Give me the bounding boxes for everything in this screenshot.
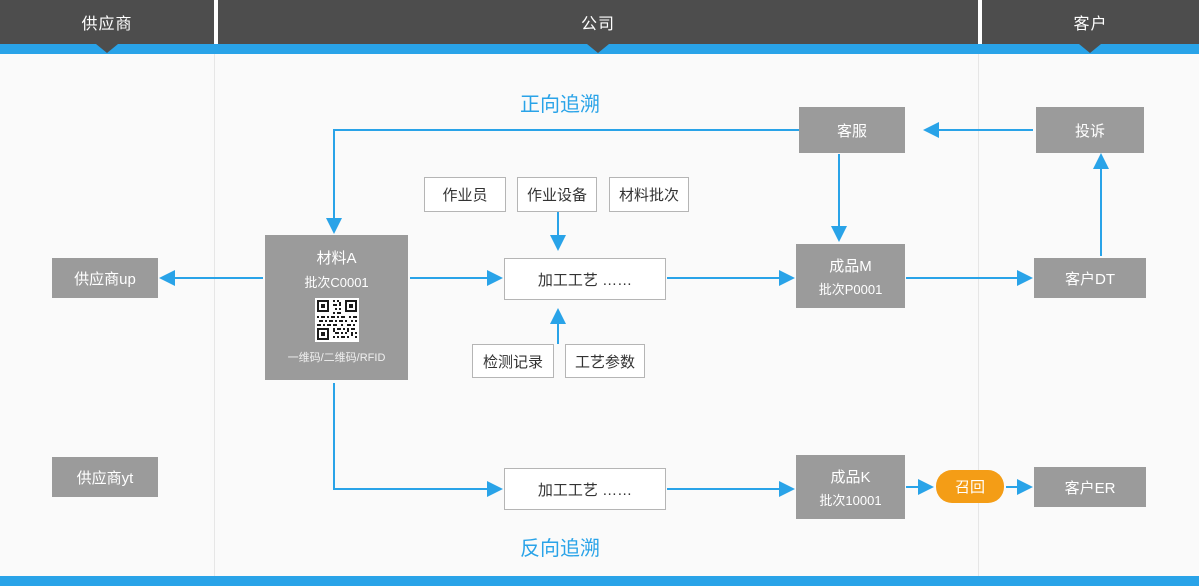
node-product-m[interactable]: 成品M 批次P0001	[796, 244, 905, 308]
node-customer-er-label: 客户ER	[1064, 479, 1116, 497]
lane-header-customer: 客户	[982, 0, 1199, 44]
lane-body-divider-2	[978, 54, 979, 576]
attr-process-parameter[interactable]: 工艺参数	[565, 344, 645, 378]
lane-pointer-supplier	[96, 44, 118, 53]
node-customer-service-label: 客服	[836, 122, 867, 140]
backward-trace-label: 反向追溯	[520, 538, 600, 560]
lane-header-supplier: 供应商	[0, 0, 214, 44]
attr-process-parameter-label: 工艺参数	[574, 353, 635, 371]
lane-label-company: 公司	[580, 16, 615, 33]
lane-label-supplier: 供应商	[81, 16, 133, 33]
node-process-top-label: 加工工艺 ……	[537, 271, 633, 289]
lane-divider-1	[214, 0, 218, 44]
node-customer-dt[interactable]: 客户DT	[1034, 258, 1146, 298]
node-product-k-batch: 批次10001	[819, 492, 882, 508]
node-material-a[interactable]: 材料A 批次C0001	[265, 235, 408, 380]
attr-inspection-record[interactable]: 检测记录	[472, 344, 554, 378]
lane-pointer-customer	[1079, 44, 1101, 53]
node-process-bottom-label: 加工工艺 ……	[537, 481, 633, 499]
node-customer-dt-label: 客户DT	[1065, 270, 1115, 288]
qr-code-icon	[314, 298, 359, 342]
attr-material-batch[interactable]: 材料批次	[609, 177, 689, 212]
node-supplier-yt-label: 供应商yt	[76, 469, 134, 487]
attr-equipment-label: 作业设备	[526, 187, 587, 204]
node-customer-service[interactable]: 客服	[799, 107, 905, 153]
node-material-a-code-note: 一维码/二维码/RFID	[287, 352, 386, 364]
node-material-a-title: 材料A	[316, 250, 357, 267]
node-product-k-title: 成品K	[830, 468, 871, 486]
node-customer-er[interactable]: 客户ER	[1034, 467, 1146, 507]
node-supplier-up-label: 供应商up	[74, 270, 136, 288]
lane-body-divider-1	[214, 54, 215, 576]
attr-material-batch-label: 材料批次	[618, 187, 679, 204]
node-supplier-yt[interactable]: 供应商yt	[52, 457, 158, 497]
node-material-a-batch: 批次C0001	[304, 275, 369, 290]
accent-bar-bottom	[0, 576, 1199, 586]
attr-inspection-record-label: 检测记录	[482, 353, 543, 371]
lane-header-company: 公司	[218, 0, 978, 44]
forward-trace-label: 正向追溯	[520, 94, 600, 116]
attr-operator[interactable]: 作业员	[424, 177, 506, 212]
node-product-m-batch: 批次P0001	[818, 281, 883, 297]
lane-label-customer: 客户	[1073, 16, 1108, 33]
node-recall[interactable]: 召回	[936, 470, 1004, 503]
node-product-k[interactable]: 成品K 批次10001	[796, 455, 905, 519]
node-process-bottom[interactable]: 加工工艺 ……	[504, 468, 666, 510]
node-product-m-title: 成品M	[829, 257, 872, 275]
attr-operator-label: 作业员	[442, 187, 488, 204]
node-complaint[interactable]: 投诉	[1036, 107, 1144, 153]
node-complaint-label: 投诉	[1074, 122, 1105, 140]
node-process-top[interactable]: 加工工艺 ……	[504, 258, 666, 300]
lane-pointer-company	[587, 44, 609, 53]
attr-equipment[interactable]: 作业设备	[517, 177, 597, 212]
lane-divider-2	[978, 0, 982, 44]
node-supplier-up[interactable]: 供应商up	[52, 258, 158, 298]
node-recall-label: 召回	[954, 479, 985, 496]
